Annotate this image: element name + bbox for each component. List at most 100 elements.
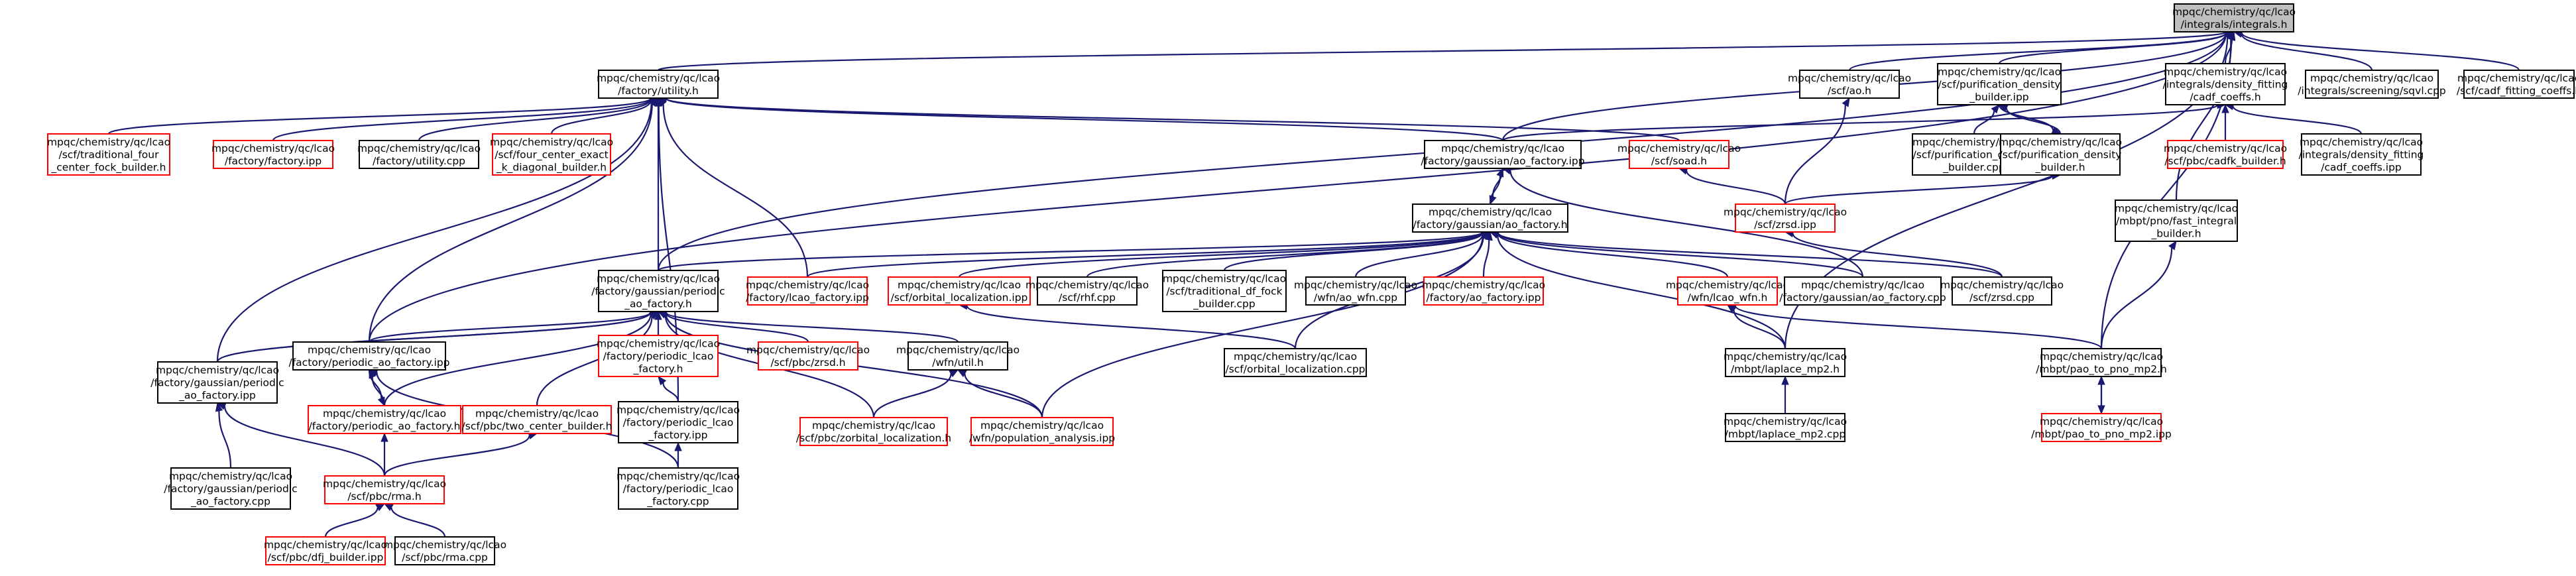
node-label-line: /cadf_coeffs.h [2190, 91, 2260, 104]
node-box [394, 536, 495, 565]
dependency-edge [218, 410, 232, 469]
dependency-edge [550, 100, 652, 135]
node-label-line: /scf/traditional_df_fock [1166, 286, 1282, 298]
file-node-ao-h[interactable]: mpqc/chemistry/qc/lcao/scf/ao.h [1788, 70, 1911, 99]
file-node-gauss-ao-cpp[interactable]: mpqc/chemistry/qc/lcao/factory/gaussian/… [1779, 276, 1946, 306]
node-label-line: mpqc/chemistry/qc/lcao [475, 408, 599, 420]
dependency-edge [2232, 106, 2363, 135]
node-label-line: /scf/traditional_four [59, 149, 160, 162]
file-node-lcao-fac-ipp: mpqc/chemistry/qc/lcao/factory/lcao_fact… [746, 276, 869, 306]
file-node-gp-ao-h[interactable]: mpqc/chemistry/qc/lcao/factory/gaussian/… [591, 270, 725, 312]
node-label-line: /wfn/population_analysis.ipp [969, 432, 1115, 445]
node-label-line: _factory.h [633, 363, 683, 376]
node-label-line: /mbpt/pno/fast_integral [2116, 215, 2237, 228]
dependency-arrowhead [2221, 103, 2229, 113]
dependency-edge [665, 312, 959, 343]
file-node-ao-wfn-cpp[interactable]: mpqc/chemistry/qc/lcao/wfn/ao_wfn.cpp [1294, 276, 1417, 306]
file-node-sqvl[interactable]: mpqc/chemistry/qc/lcao/integrals/screeni… [2298, 70, 2446, 99]
file-node-utility[interactable]: mpqc/chemistry/qc/lcao/factory/utility.h [597, 70, 720, 99]
file-node-wfn-util[interactable]: mpqc/chemistry/qc/lcao/wfn/util.h [896, 341, 1020, 371]
node-label-line: mpqc/chemistry/qc/lcao [1999, 137, 2122, 148]
dependency-edge [1497, 233, 1729, 278]
file-node-periodic-lcao-cpp[interactable]: mpqc/chemistry/qc/lcao/factory/periodic_… [616, 467, 740, 510]
file-node-periodic-lcao-ipp[interactable]: mpqc/chemistry/qc/lcao/factory/periodic_… [616, 401, 740, 443]
dependency-arrowhead [674, 441, 682, 451]
node-box [157, 361, 278, 404]
dependency-edge [2241, 32, 2520, 71]
node-label-line: mpqc/chemistry/qc/lcao [156, 365, 279, 376]
file-node-periodic-ao-ipp[interactable]: mpqc/chemistry/qc/lcao/factory/periodic_… [289, 341, 450, 371]
node-label-line: /factory/utility.h [618, 85, 699, 97]
dependency-edge [1792, 233, 2003, 278]
dependency-edge [418, 99, 652, 141]
file-node-cadf-fit[interactable]: mpqc/chemistry/qc/lcao/scf/cadf_fitting_… [2457, 70, 2576, 99]
node-box [2301, 133, 2422, 176]
file-node-gp-ao-cpp[interactable]: mpqc/chemistry/qc/lcao/factory/gaussian/… [164, 467, 298, 510]
node-box [618, 467, 738, 510]
node-box [1224, 348, 1367, 377]
file-node-cadf-coeffs-ipp[interactable]: mpqc/chemistry/qc/lcao/integrals/density… [2299, 133, 2424, 176]
file-node-df-coeffs[interactable]: mpqc/chemistry/qc/lcao/integrals/density… [2163, 63, 2288, 105]
node-label-line: mpqc/chemistry/qc/lcao [1788, 72, 1911, 84]
file-node-purif-h[interactable]: mpqc/chemistry/qc/lcao/scf/purification_… [1999, 133, 2122, 176]
file-node-laplace-h[interactable]: mpqc/chemistry/qc/lcao/mbpt/laplace_mp2.… [1724, 348, 1847, 377]
dependency-edge [383, 314, 652, 406]
node-label-line: /factory/gaussian/ao_factory.ipp [1421, 155, 1584, 168]
node-label-line: /scf/pbc/zorbital_localization.h [796, 432, 951, 445]
file-node-zrsd-cpp[interactable]: mpqc/chemistry/qc/lcao/scf/zrsd.cpp [1940, 276, 2064, 306]
node-label-line: /scf/rhf.cpp [1059, 292, 1116, 304]
node-label-line: /scf/zrsd.cpp [1969, 292, 2034, 304]
dependency-edge [536, 316, 653, 406]
file-node-lcao-wfn: mpqc/chemistry/qc/lcao/wfn/lcao_wfn.h [1666, 276, 1789, 306]
file-node-soad: mpqc/chemistry/qc/lcao/scf/soad.h [1617, 140, 1741, 169]
file-node-trad-df[interactable]: mpqc/chemistry/qc/lcao/scf/traditional_d… [1162, 270, 1287, 312]
dependency-arrowhead [381, 432, 388, 442]
node-label-line: mpqc/chemistry/qc/lcao [1294, 279, 1417, 291]
file-node-pao-h[interactable]: mpqc/chemistry/qc/lcao/mbpt/pao_to_pno_m… [2036, 348, 2167, 377]
node-label-line: /factory/factory.ipp [225, 155, 322, 167]
file-node-gauss-ao-h[interactable]: mpqc/chemistry/qc/lcao/factory/gaussian/… [1412, 203, 1568, 233]
dependency-arrowhead [658, 375, 667, 386]
file-node-rma-cpp[interactable]: mpqc/chemistry/qc/lcao/scf/pbc/rma.cpp [383, 536, 506, 565]
node-label-line: _builder.ipp [1969, 91, 2028, 104]
node-label-line: mpqc/chemistry/qc/lcao [1234, 351, 1357, 363]
file-node-periodic-ao-h: mpqc/chemistry/qc/lcao/factory/periodic_… [308, 405, 461, 434]
dependency-edge [2100, 247, 2173, 349]
file-node-trad-four: mpqc/chemistry/qc/lcao/scf/traditional_f… [47, 133, 170, 176]
node-label-line: /factory/utility.cpp [373, 155, 465, 167]
dependency-edge [1734, 305, 2103, 349]
node-label-line: mpqc/chemistry/qc/lcao [1025, 279, 1149, 291]
file-node-pno-fast[interactable]: mpqc/chemistry/qc/lcao/mbpt/pno/fast_int… [2115, 200, 2238, 242]
node-label-line: mpqc/chemistry/qc/lcao [264, 539, 387, 551]
node-label-line: /factory/gaussian/periodic [591, 286, 725, 298]
node-label-line: /scf/soad.h [1651, 155, 1707, 167]
node-label-line: /factory/periodic_ao_factory.h [309, 420, 461, 433]
file-node-periodic-lcao-h: mpqc/chemistry/qc/lcao/factory/periodic_… [597, 335, 720, 377]
node-label-line: /integrals/density_fitting [2163, 79, 2288, 91]
node-label-line: mpqc/chemistry/qc/lcao [1724, 351, 1847, 363]
node-box [598, 270, 719, 312]
node-label-line: _ao_factory.ipp [178, 390, 256, 402]
file-node-rma-h: mpqc/chemistry/qc/lcao/scf/pbc/rma.h [323, 475, 446, 504]
node-label-line: /factory/periodic_lcao [623, 417, 734, 430]
node-box [47, 133, 170, 176]
node-box [1735, 203, 1836, 233]
node-label-line: /factory/periodic_lcao [603, 351, 714, 363]
node-box [970, 417, 1114, 446]
file-node-gp-ao-ipp[interactable]: mpqc/chemistry/qc/lcao/factory/gaussian/… [150, 361, 284, 404]
file-node-purif-ipp[interactable]: mpqc/chemistry/qc/lcao/scf/purification_… [1937, 63, 2062, 105]
dependency-edge [1784, 175, 2054, 205]
file-node-rhf-cpp[interactable]: mpqc/chemistry/qc/lcao/scf/rhf.cpp [1025, 276, 1149, 306]
node-label-line: /scf/pbc/zrsd.h [770, 357, 845, 369]
node-label-line: mpqc/chemistry/qc/lcao [597, 273, 720, 285]
file-node-zrsd-ipp: mpqc/chemistry/qc/lcao/scf/zrsd.ipp [1724, 203, 1847, 233]
file-node-utility-cpp[interactable]: mpqc/chemistry/qc/lcao/factory/utility.c… [357, 140, 481, 169]
node-label-line: mpqc/chemistry/qc/lcao [308, 344, 431, 356]
node-label-line: /scf/pbc/cadfk_builder.h [2164, 155, 2286, 168]
node-label-line: mpqc/chemistry/qc/lcao [597, 338, 720, 350]
file-node-laplace-cpp[interactable]: mpqc/chemistry/qc/lcao/mbpt/laplace_mp2.… [1724, 413, 1847, 442]
file-node-gauss-ao-ipp[interactable]: mpqc/chemistry/qc/lcao/factory/gaussian/… [1421, 140, 1585, 169]
node-box [758, 341, 858, 371]
node-box [618, 401, 738, 443]
file-node-orb-loc-cpp[interactable]: mpqc/chemistry/qc/lcao/scf/orbital_local… [1224, 348, 1367, 377]
